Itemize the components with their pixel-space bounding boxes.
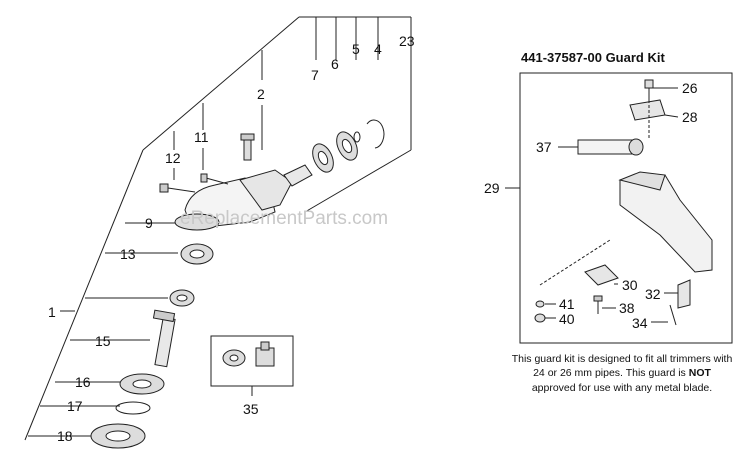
input-shaft-and-bearings [283, 119, 385, 187]
part-35-box [210, 335, 294, 396]
guard-kit-box [505, 72, 733, 344]
callout-29: 29 [484, 180, 500, 196]
callout-34: 34 [632, 315, 648, 331]
callout-15: 15 [95, 333, 111, 349]
callout-37: 37 [536, 139, 552, 155]
callout-5: 5 [352, 41, 360, 57]
callout-11: 11 [194, 129, 209, 145]
callout-16: 16 [75, 374, 91, 390]
callout-41: 41 [559, 296, 575, 312]
lower-drive-parts [90, 243, 214, 449]
callout-12: 12 [165, 150, 181, 166]
callout-32: 32 [645, 286, 661, 302]
callout-38: 38 [619, 300, 635, 316]
guard-kit-note-emphasis: NOT [688, 367, 711, 380]
callout-26: 26 [682, 80, 698, 96]
callout-23: 23 [399, 33, 415, 49]
callout-6: 6 [331, 56, 339, 72]
leader-lines [24, 16, 412, 441]
callout-18: 18 [57, 428, 73, 444]
callout-17: 17 [67, 398, 83, 414]
callout-2: 2 [257, 86, 265, 102]
callout-35: 35 [243, 401, 259, 417]
callout-7: 7 [311, 67, 319, 83]
callout-28: 28 [682, 109, 698, 125]
callout-4: 4 [374, 41, 382, 57]
callout-40: 40 [559, 311, 575, 327]
callout-9: 9 [145, 215, 153, 231]
callout-labels: 1 2 4 5 6 7 9 11 12 13 15 16 17 18 23 35… [48, 33, 698, 444]
guard-kit-note-part1: This guard kit is designed to fit all tr… [511, 353, 733, 380]
guard-kit-note: This guard kit is designed to fit all tr… [511, 352, 733, 395]
gear-head-assembly [159, 133, 293, 231]
guard-kit-note-part2: approved for use with any metal blade. [531, 381, 713, 394]
callout-1: 1 [48, 304, 56, 320]
watermark: eReplacementParts.com [180, 208, 388, 229]
guard-kit-title: 441-37587-00 Guard Kit [521, 50, 665, 65]
callout-30: 30 [622, 277, 638, 293]
callout-13: 13 [120, 246, 136, 262]
